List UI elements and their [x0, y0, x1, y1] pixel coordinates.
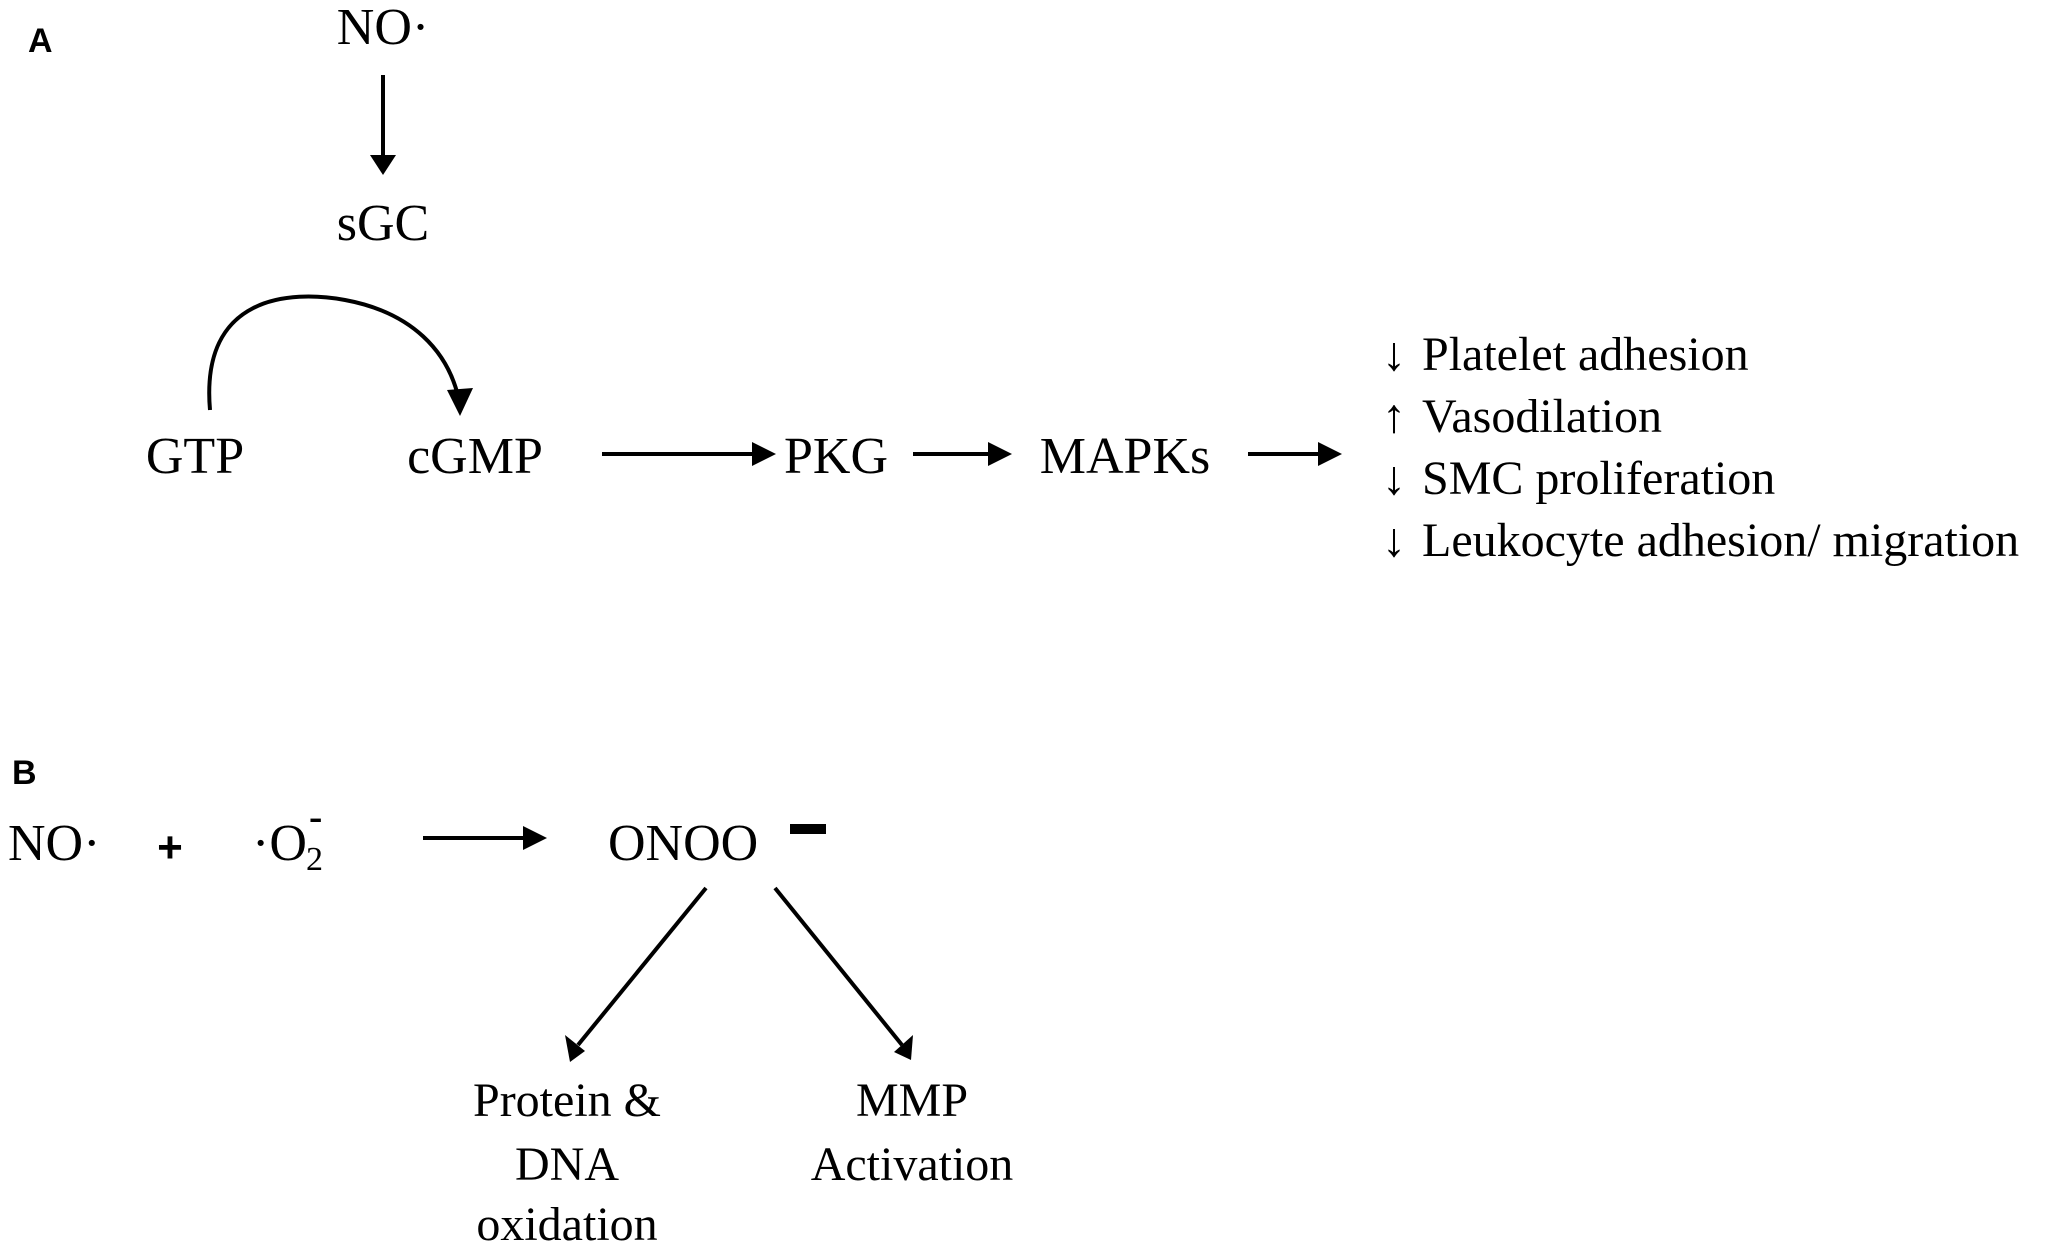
node-sgc: sGC [337, 195, 429, 252]
effect-item: ↓ SMC proliferation [1382, 452, 1775, 505]
effect-direction-icon: ↑ [1382, 390, 1406, 443]
effect-item: ↓ Leukocyte adhesion/ migration [1382, 514, 2019, 567]
outcome-mmp-line: Activation [811, 1138, 1014, 1191]
panel-a-letter: A [28, 22, 53, 60]
plus-sign: + [157, 823, 183, 872]
arrowhead-pkg-to-mapks [988, 442, 1012, 466]
superoxide-subscript: 2 [306, 841, 323, 878]
outcome-oxidation-line: oxidation [476, 1198, 657, 1249]
peroxynitrite-charge-mark [790, 824, 826, 834]
effects-list: ↓ Platelet adhesion ↑ Vasodilation ↓ SMC… [1382, 328, 2019, 567]
arrowhead-mapks-to-effects [1318, 442, 1342, 466]
node-mapks: MAPKs [1040, 428, 1211, 485]
effect-item: ↓ Platelet adhesion [1382, 328, 1749, 381]
outcome-mmp-line: MMP [856, 1074, 968, 1127]
outcome-oxidation-line: DNA [515, 1138, 619, 1191]
arrowhead-reaction [523, 826, 547, 850]
effect-label: Leukocyte adhesion/ migration [1422, 514, 2019, 567]
effect-label: SMC proliferation [1422, 452, 1775, 505]
peroxynitrite-label: ONOO [608, 815, 758, 872]
effect-item: ↑ Vasodilation [1382, 390, 1662, 443]
node-no: NO· [337, 0, 429, 56]
product-peroxynitrite: ONOO [608, 815, 826, 872]
superoxide-base: ·O [252, 815, 307, 872]
effect-direction-icon: ↓ [1382, 514, 1406, 567]
arrowhead-gtp-to-cgmp [447, 388, 473, 416]
reactant-superoxide: ·O 2 - [252, 794, 323, 878]
panel-b-letter: B [12, 754, 37, 792]
outcome-oxidation: Protein & DNA oxidation [473, 1074, 661, 1249]
reactant-nitric-oxide: NO· [8, 815, 100, 872]
arrowhead-no-to-sgc [370, 155, 396, 175]
effect-label: Vasodilation [1422, 390, 1662, 443]
arrow-to-mmp-activation [773, 886, 904, 1047]
node-gtp: GTP [146, 428, 244, 485]
node-cgmp: cGMP [407, 428, 543, 485]
node-pkg: PKG [784, 428, 888, 485]
arc-gtp-to-cgmp [207, 294, 462, 411]
effect-direction-icon: ↓ [1382, 452, 1406, 505]
arrowhead-to-mmp-activation [894, 1035, 913, 1060]
effect-direction-icon: ↓ [1382, 328, 1406, 381]
arrowhead-cgmp-to-pkg [752, 442, 776, 466]
arrowhead-to-oxidation [565, 1035, 585, 1062]
outcome-oxidation-line: Protein & [473, 1074, 661, 1127]
superoxide-charge: - [309, 794, 322, 839]
effect-label: Platelet adhesion [1422, 328, 1749, 381]
arrow-to-oxidation [576, 886, 708, 1047]
outcome-mmp-activation: MMP Activation [811, 1074, 1014, 1191]
